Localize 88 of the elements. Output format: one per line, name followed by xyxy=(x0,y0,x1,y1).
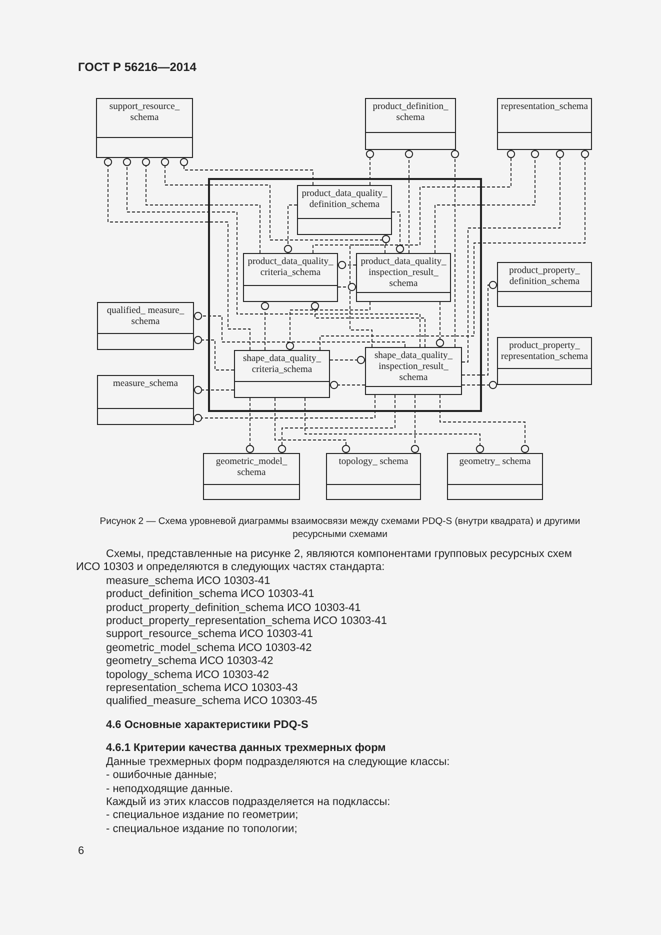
schema-box xyxy=(447,453,543,500)
connector-line xyxy=(194,394,376,422)
text-line: topology_schema ИСО 10303-42 xyxy=(105,668,270,682)
connector-line xyxy=(304,398,484,454)
section-heading: 4.6 Основные характеристики PDQ-S xyxy=(105,718,310,732)
connector-line xyxy=(462,150,564,362)
connector-line xyxy=(160,158,386,254)
schema-name: support_resource_ schema xyxy=(97,99,192,138)
schema-box xyxy=(356,253,451,302)
connector-line xyxy=(338,260,356,270)
schema-box xyxy=(97,375,194,425)
connector-line xyxy=(330,380,366,390)
text-line: measure_schema ИСО 10303-41 xyxy=(105,574,272,588)
schema-box xyxy=(96,98,193,158)
schema-name: geometric_model_ schema xyxy=(204,454,299,485)
schema-name: product_data_quality_ criteria_schema xyxy=(244,254,337,286)
page-number: 6 xyxy=(78,845,84,857)
text-line: Данные трехмерных форм подразделяются на следующие классы: xyxy=(105,756,451,770)
connector-line xyxy=(194,336,234,370)
schema-name: representation_schema xyxy=(498,99,591,133)
schema-name: shape_data_quality_ inspection_result_ schema xyxy=(366,348,461,387)
connector-line xyxy=(122,158,420,348)
connector-line xyxy=(260,302,270,350)
connector-line xyxy=(462,280,498,376)
connector-line xyxy=(274,398,350,454)
connector-line xyxy=(434,150,540,254)
connector-line xyxy=(338,282,356,292)
schema-name: qualified_ measure_ schema xyxy=(98,303,193,334)
schema-box xyxy=(234,350,330,398)
figure-caption: Рисунок 2 — Схема уровневой диаграммы взаимосвязи между схемами PDQ-S (внутри квадрата) и другими ресурсными схемами xyxy=(98,515,582,541)
connector-line xyxy=(278,394,396,454)
connector-line xyxy=(104,158,250,350)
text-line: product_definition_schema ИСО 10303-41 xyxy=(105,588,316,602)
schema-box xyxy=(297,185,392,235)
text-line: - специальное издание по геометрии; xyxy=(105,809,300,823)
connector-line xyxy=(180,158,314,186)
connector-line xyxy=(284,204,298,254)
text-line: geometry_schema ИСО 10303-42 xyxy=(105,655,274,669)
connector-line xyxy=(366,150,374,186)
schema-name: product_data_quality_ definition_schema xyxy=(298,186,391,219)
connector-line xyxy=(194,386,234,394)
section-heading: 4.6.1 Критерии качества данных трехмерных форм xyxy=(105,742,387,756)
schema-name: geometry_ schema xyxy=(448,454,542,485)
text-line: - ошибочные данные; xyxy=(105,769,218,782)
connector-line xyxy=(286,302,370,350)
connector-line xyxy=(462,380,498,390)
connector-line xyxy=(142,158,260,254)
schema-name: product_property_ definition_schema xyxy=(498,263,591,292)
schema-name: product_data_quality_ inspection_result_ schema xyxy=(357,254,450,293)
schema-box xyxy=(203,453,300,500)
schema-box xyxy=(497,262,592,307)
schema-name: product_definition_ schema xyxy=(366,99,455,133)
connector-line xyxy=(310,302,426,348)
connector-line xyxy=(194,312,406,348)
schema-name: product_property_ representation_schema xyxy=(498,338,591,370)
schema-name: topology_ schema xyxy=(327,454,420,485)
text-line: - специальное издание по топологии; xyxy=(105,822,298,836)
schema-box xyxy=(326,453,421,500)
text-line: product_property_representation_schema ИСО 10303-41 xyxy=(105,615,388,628)
schema-box xyxy=(243,253,338,302)
schema-box xyxy=(97,302,194,350)
text-line: - неподходящие данные. xyxy=(105,782,234,796)
text-line: support_resource_schema ИСО 10303-41 xyxy=(105,628,314,642)
connector-line xyxy=(320,150,590,350)
schema-name: measure_schema xyxy=(98,376,193,409)
connector-line xyxy=(450,150,460,348)
text-line: representation_schema ИСО 10303-43 xyxy=(105,682,299,696)
connector-line xyxy=(330,356,366,364)
connector-line xyxy=(436,302,444,348)
group-frame xyxy=(208,178,482,412)
text-line: product_property_definition_schema ИСО 10303-41 xyxy=(105,602,362,616)
connector-line xyxy=(246,398,254,454)
connector-line xyxy=(440,394,530,454)
schema-box xyxy=(497,337,592,385)
connector-line xyxy=(312,150,516,254)
paragraph: Схемы, представленные на рисунке 2, являются компонентами групповых ресурсных схем ИСО 10303 и определяются в следующих частях стандарта: xyxy=(76,548,573,575)
connector-line xyxy=(404,150,414,254)
schema-box xyxy=(497,98,592,150)
schema-name: shape_data_quality_ criteria_schema xyxy=(235,351,329,382)
schema-box xyxy=(365,98,456,150)
document-header: ГОСТ Р 56216—2014 xyxy=(78,60,196,74)
text-line: Каждый из этих классов подразделяется на подклассы: xyxy=(105,796,392,810)
connector-line xyxy=(350,234,390,348)
schema-box xyxy=(365,347,462,395)
connector-line xyxy=(410,394,420,454)
text-line: qualified_measure_schema ИСО 10303-45 xyxy=(105,695,318,709)
connector-line xyxy=(392,212,404,254)
text-line: geometric_model_schema ИСО 10303-42 xyxy=(105,642,313,656)
